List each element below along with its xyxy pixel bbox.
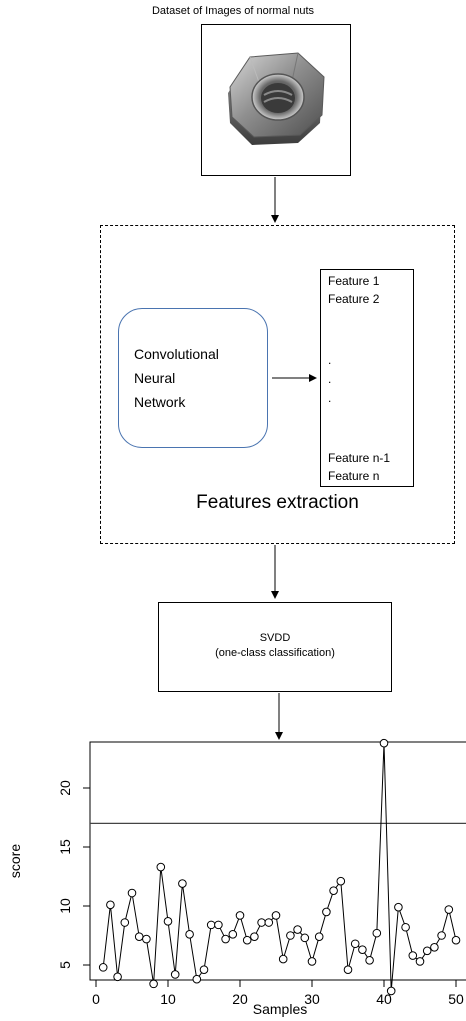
data-point xyxy=(149,979,158,989)
feature-1: Feature 1 xyxy=(328,274,380,288)
feature-n-minus-1: Feature n-1 xyxy=(328,451,391,465)
dataset-title: Dataset of Images of normal nuts xyxy=(151,5,315,17)
svdd-label-line-1: SVDD xyxy=(259,632,291,644)
y-tick-label: 15 xyxy=(57,839,73,855)
data-point xyxy=(250,932,259,941)
feature-ellipsis-3: . xyxy=(328,391,332,405)
data-point xyxy=(113,972,122,982)
features-extraction-label: Features extraction xyxy=(196,492,359,513)
data-point xyxy=(134,932,144,941)
data-point xyxy=(192,974,202,984)
svdd-label-line-2: (one-class classification) xyxy=(215,647,335,659)
data-point xyxy=(106,900,115,910)
data-point xyxy=(329,886,338,895)
cnn-label-line-3: Network xyxy=(134,394,186,410)
data-point xyxy=(278,954,288,964)
data-point xyxy=(365,955,374,965)
feature-vector-box xyxy=(320,269,414,487)
data-point xyxy=(242,935,252,945)
data-point xyxy=(314,932,324,941)
data-point xyxy=(214,920,223,930)
data-point xyxy=(358,945,367,954)
cnn-label: Convolutional Neural Network xyxy=(134,342,219,414)
feature-n: Feature n xyxy=(328,469,380,483)
x-tick-label: 30 xyxy=(304,991,320,1007)
data-point xyxy=(307,957,317,966)
features-extraction-box xyxy=(100,225,455,544)
x-axis-label: Samples xyxy=(253,1001,307,1017)
data-point xyxy=(444,905,454,914)
data-point xyxy=(343,965,353,975)
data-point xyxy=(386,986,396,996)
data-point xyxy=(120,918,130,927)
data-point xyxy=(300,933,310,943)
data-point xyxy=(451,935,461,945)
data-point xyxy=(264,918,274,927)
data-point xyxy=(408,951,418,960)
data-point xyxy=(163,917,173,926)
data-point xyxy=(170,970,180,979)
data-point xyxy=(235,911,245,920)
x-tick-label: 20 xyxy=(232,991,248,1007)
score-series-line xyxy=(102,743,457,992)
data-point xyxy=(257,918,266,927)
svdd-label: SVDD (one-class classification) xyxy=(158,631,392,661)
data-point xyxy=(156,862,166,872)
x-axis: 0 10 20 30 40 50 xyxy=(92,980,464,1007)
data-point xyxy=(422,946,432,956)
x-tick-label: 0 xyxy=(92,991,100,1007)
y-tick-label: 5 xyxy=(57,961,73,969)
cnn-label-line-1: Convolutional xyxy=(134,346,219,362)
x-tick-label: 50 xyxy=(448,991,464,1007)
data-point xyxy=(379,738,389,748)
cnn-label-line-2: Neural xyxy=(134,370,176,386)
feature-2: Feature 2 xyxy=(328,292,380,306)
x-tick-label: 40 xyxy=(376,991,392,1007)
data-point xyxy=(142,934,151,944)
y-tick-label: 10 xyxy=(57,898,73,914)
data-point xyxy=(350,939,360,949)
score-points xyxy=(98,738,461,996)
cnn-box xyxy=(118,308,268,448)
data-point xyxy=(178,879,187,888)
y-tick-label: 20 xyxy=(57,780,73,796)
data-point xyxy=(98,963,108,972)
x-tick-label: 10 xyxy=(160,991,176,1007)
data-point xyxy=(430,943,439,952)
data-point xyxy=(372,928,382,938)
data-point xyxy=(401,922,410,932)
y-axis-label: score xyxy=(7,844,23,878)
data-point xyxy=(185,930,194,939)
data-point xyxy=(415,957,425,966)
data-point xyxy=(206,920,216,930)
data-point xyxy=(322,907,331,917)
svdd-box xyxy=(158,602,392,692)
plot-frame xyxy=(89,741,466,981)
data-point xyxy=(293,925,302,934)
data-point xyxy=(286,931,295,940)
feature-ellipsis-2: . xyxy=(328,372,332,386)
data-point xyxy=(228,930,238,939)
data-point xyxy=(271,911,281,920)
data-point xyxy=(394,902,403,912)
nut-image-frame xyxy=(201,24,351,176)
data-point xyxy=(221,934,230,944)
y-axis: 5 10 15 20 xyxy=(57,780,90,969)
data-point xyxy=(437,931,446,940)
data-point xyxy=(199,965,209,975)
data-point xyxy=(336,876,346,886)
feature-ellipsis-1: . xyxy=(328,353,332,367)
hex-nut-image xyxy=(228,52,325,145)
data-point xyxy=(127,888,137,898)
